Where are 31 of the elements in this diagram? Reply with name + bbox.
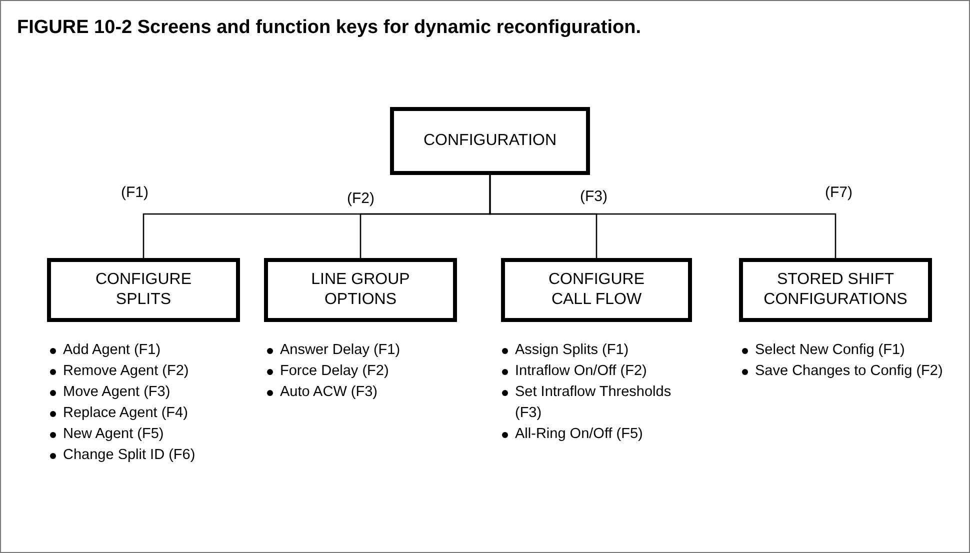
function-key-item: Replace Agent (F4) (63, 404, 188, 423)
screen-name: CONFIGURE CALL FLOW (548, 270, 646, 310)
screen-box (264, 258, 457, 322)
edge-label: (F2) (345, 190, 376, 207)
function-key-item: Change Split ID (F6) (63, 446, 196, 465)
function-key-item: Answer Delay (F1) (280, 341, 400, 360)
function-key-item: Force Delay (F2) (280, 362, 389, 381)
figure-title: FIGURE 10-2 Screens and function keys for dynamic reconfiguration. (17, 17, 641, 39)
screen-name: CONFIGURATION (423, 131, 557, 151)
screen-box (390, 107, 590, 175)
screen-name: STORED SHIFT CONFIGURATIONS (762, 270, 908, 310)
connector-line (489, 175, 836, 258)
screen-name: LINE GROUP OPTIONS (310, 270, 411, 310)
function-key-item: Add Agent (F1) (63, 341, 161, 360)
function-key-item: Remove Agent (F2) (63, 362, 189, 381)
screen-box (739, 258, 932, 322)
function-key-item: Set Intraflow Thresholds (F3) (515, 383, 672, 423)
function-key-item: New Agent (F5) (63, 425, 164, 444)
function-key-item: Move Agent (F3) (63, 383, 170, 402)
screen-box (501, 258, 692, 322)
edge-label: (F7) (823, 184, 854, 201)
edge-label: (F1) (119, 184, 150, 201)
function-key-item: Save Changes to Config (F2) (755, 362, 943, 381)
function-key-item: Assign Splits (F1) (515, 341, 629, 360)
function-key-item: Select New Config (F1) (755, 341, 905, 360)
screen-box (47, 258, 240, 322)
screen-name: CONFIGURE SPLITS (94, 270, 192, 310)
function-key-item: Auto ACW (F3) (280, 383, 378, 402)
function-key-item: Intraflow On/Off (F2) (515, 362, 647, 381)
function-key-item: All-Ring On/Off (F5) (515, 425, 643, 444)
edge-label: (F3) (578, 188, 610, 205)
